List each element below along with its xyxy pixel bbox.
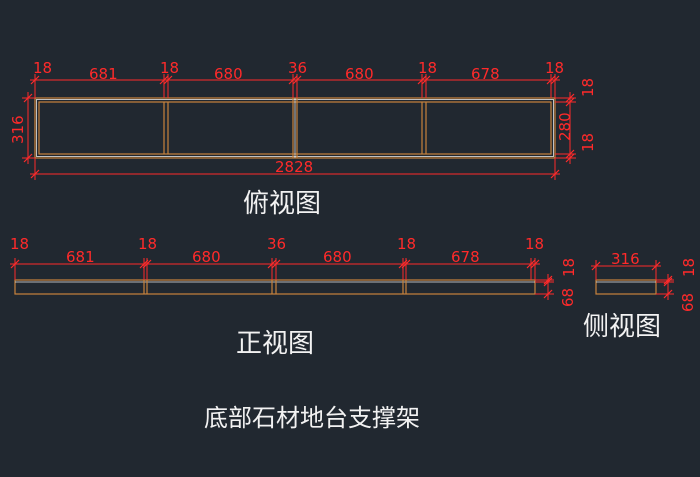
front-view-frame xyxy=(14,279,536,295)
side-dim-right-b: 68 xyxy=(679,293,697,312)
front-dim-right-a: 18 xyxy=(560,258,578,277)
top-dim-right-a: 18 xyxy=(579,78,597,97)
front-dim-1: 18 xyxy=(10,235,29,253)
front-view-dimension-chain: 18 681 18 680 36 680 18 678 18 xyxy=(10,235,544,280)
side-view-caption: 侧视图 xyxy=(583,312,661,342)
top-dim-3: 18 xyxy=(160,59,179,77)
side-view-right-dimension: 18 68 xyxy=(656,258,698,312)
side-dim-top: 316 xyxy=(611,250,640,268)
side-dim-right-a: 18 xyxy=(680,258,698,277)
front-view-right-dimension: 18 68 xyxy=(535,258,578,307)
top-view-caption: 俯视图 xyxy=(243,189,321,219)
top-dim-6: 680 xyxy=(345,65,374,83)
top-view-right-dimension: 18 280 18 xyxy=(555,78,597,164)
top-view: 18 681 18 680 36 680 18 678 18 2828 316 xyxy=(9,59,597,219)
front-dim-7: 18 xyxy=(397,235,416,253)
front-dim-9: 18 xyxy=(525,235,544,253)
front-view: 18 681 18 680 36 680 18 678 18 18 68 正视图 xyxy=(10,235,578,359)
front-dim-5: 36 xyxy=(267,235,286,253)
top-dim-5: 36 xyxy=(288,59,307,77)
front-dim-4: 680 xyxy=(192,248,221,266)
side-view-top-dimension: 316 xyxy=(591,250,661,280)
top-dim-9: 18 xyxy=(545,59,564,77)
side-view: 316 18 68 侧视图 xyxy=(583,250,698,342)
top-dim-7: 18 xyxy=(418,59,437,77)
front-dim-2: 681 xyxy=(66,248,95,266)
side-view-frame xyxy=(595,279,657,295)
front-view-caption: 正视图 xyxy=(236,329,314,359)
top-view-overall-dimension: 2828 xyxy=(30,158,560,180)
top-dim-left: 316 xyxy=(9,115,27,144)
top-dim-overall: 2828 xyxy=(275,158,313,176)
front-dim-3: 18 xyxy=(138,235,157,253)
top-dim-8: 678 xyxy=(471,65,500,83)
drawing-title: 底部石材地台支撑架 xyxy=(204,404,420,432)
front-dim-6: 680 xyxy=(323,248,352,266)
top-view-left-dimension: 316 xyxy=(9,92,35,164)
front-dim-right-b: 68 xyxy=(559,288,577,307)
top-view-dimension-chain: 18 681 18 680 36 680 18 678 18 xyxy=(30,59,564,98)
top-dim-right-c: 18 xyxy=(579,133,597,152)
top-view-frame xyxy=(34,97,556,159)
top-dim-2: 681 xyxy=(89,65,118,83)
top-dim-1: 18 xyxy=(33,59,52,77)
top-dim-4: 680 xyxy=(214,65,243,83)
top-dim-right-b: 280 xyxy=(556,112,574,141)
front-dim-8: 678 xyxy=(451,248,480,266)
